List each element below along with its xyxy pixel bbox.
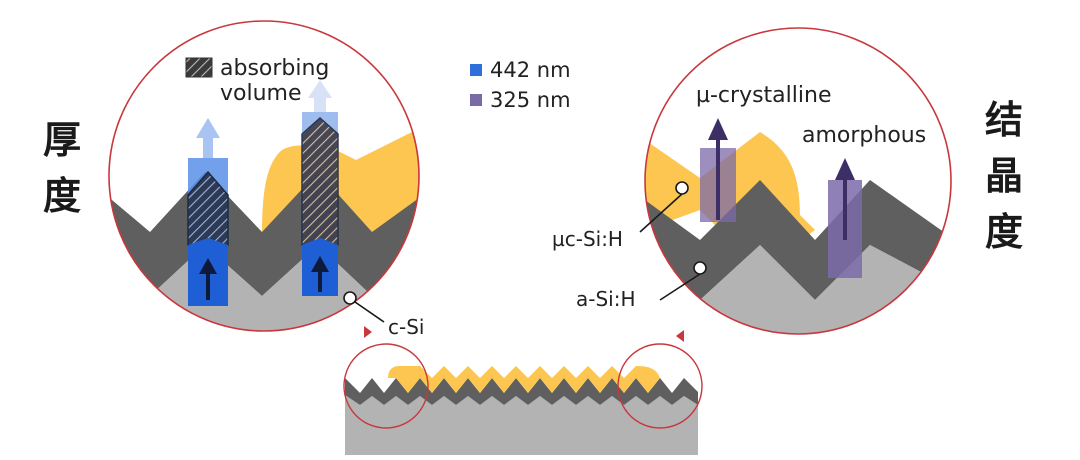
a-si-layer-left — [109, 172, 419, 296]
legend-swatch-325 — [470, 94, 482, 106]
overview-cross-section — [343, 343, 703, 455]
a-si-layer-right — [645, 180, 951, 300]
c-si-label: c-Si — [388, 315, 424, 339]
thickness-char-1: 厚 — [42, 118, 81, 162]
legend-label-325: 325 nm — [490, 88, 571, 112]
thickness-title: 厚 度 — [32, 112, 92, 224]
marker-left — [364, 326, 372, 338]
crystallinity-char-2: 晶 — [984, 154, 1023, 198]
crystallinity-char-1: 结 — [984, 98, 1023, 142]
marker-right — [676, 330, 684, 342]
uc-si-h-label: µc-Si:H — [552, 227, 623, 251]
legend-swatch-442 — [470, 64, 482, 76]
amorphous-label: amorphous — [802, 123, 926, 148]
absorbing-volume-label: absorbing — [220, 56, 329, 81]
legend-label-442: 442 nm — [490, 58, 571, 82]
crystallinity-circle: µ-crystalline amorphous — [644, 27, 952, 335]
a-si-h-label: a-Si:H — [576, 287, 636, 311]
absorbing-volume-label-2: volume — [220, 81, 302, 106]
crystallinity-title: 结 晶 度 — [974, 92, 1034, 260]
thickness-circle: absorbing volume — [108, 20, 420, 332]
wavelength-legend: 442 nm 325 nm — [470, 58, 571, 112]
absorbing-volume-swatch — [185, 57, 213, 78]
u-crystalline-label: µ-crystalline — [696, 83, 831, 108]
crystallinity-char-3: 度 — [984, 210, 1023, 254]
thickness-char-2: 度 — [42, 174, 81, 218]
